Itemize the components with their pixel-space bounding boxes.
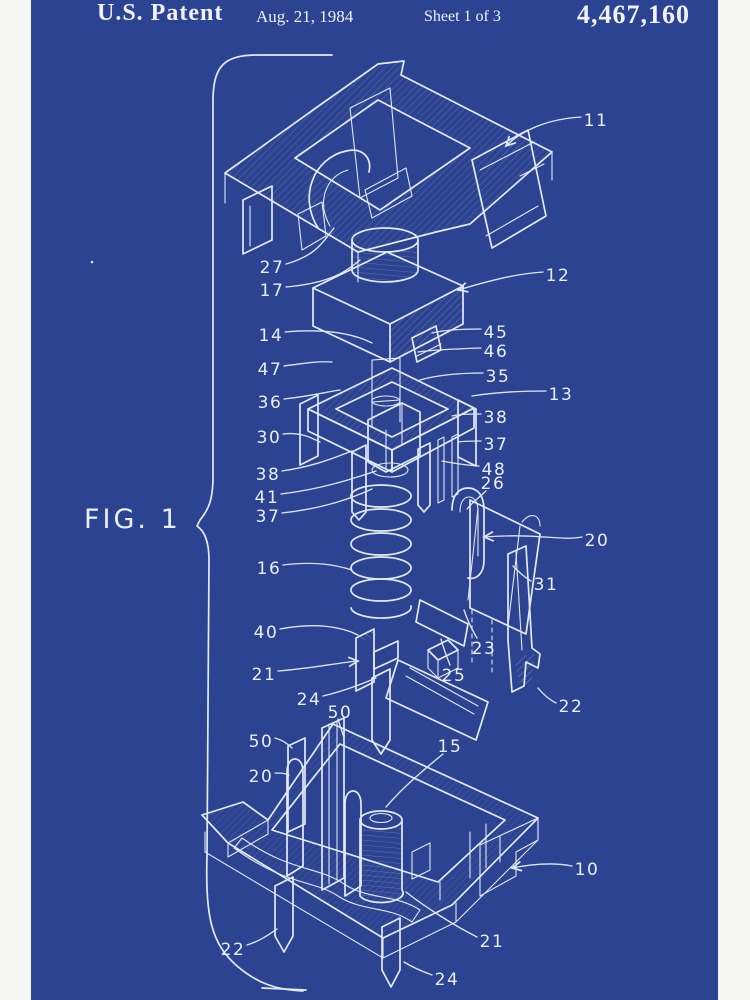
callout-leader-11: [504, 116, 582, 148]
callout-leader-50: [274, 737, 293, 749]
callout-label-50: 50: [328, 703, 353, 723]
figure-label: FIG. 1: [84, 504, 181, 535]
callout-label-24: 24: [435, 970, 460, 990]
callout-leader-31: [512, 565, 532, 582]
callout-leader-17: [285, 259, 361, 288]
callout-label-20: 20: [585, 531, 610, 551]
callout-leader-37: [281, 488, 373, 514]
callout-label-46: 46: [484, 342, 509, 362]
callout-label-12: 12: [546, 266, 571, 286]
callout-label-50: 50: [249, 732, 274, 752]
callout-leader-22: [537, 687, 557, 704]
callout-label-17: 17: [260, 281, 285, 301]
callout-label-47: 47: [258, 360, 283, 380]
callout-label-38: 38: [484, 408, 509, 428]
callout-label-23: 23: [472, 639, 497, 659]
patent-header-number: 4,467,160: [577, 0, 690, 29]
bottom-housing-part10: [201, 717, 539, 988]
top-housing-part11: [224, 60, 553, 283]
callout-label-24: 24: [297, 690, 322, 710]
callout-label-31: 31: [534, 575, 559, 595]
callout-label-45: 45: [484, 323, 509, 343]
callout-label-38: 38: [256, 465, 281, 485]
coil-spring-part16: [350, 462, 412, 619]
callout-label-40: 40: [254, 623, 279, 643]
callout-leader-14: [284, 330, 373, 344]
callout-leader-27: [285, 227, 335, 265]
callout-label-21: 21: [252, 665, 277, 685]
callout-leader-22: [246, 928, 278, 946]
callout-label-30: 30: [257, 428, 282, 448]
callout-leader-21: [277, 656, 360, 672]
callout-leader-47: [283, 361, 333, 367]
callout-label-10: 10: [575, 860, 600, 880]
callout-label-36: 36: [258, 393, 283, 413]
callout-leader-24: [403, 961, 433, 976]
callout-leader-35: [419, 372, 484, 381]
slider-frame-part13: [299, 367, 477, 521]
callout-label-22: 22: [221, 940, 246, 960]
callout-leader-38: [451, 413, 482, 417]
callout-leader-41: [280, 470, 377, 495]
callout-leader-20: [274, 772, 290, 776]
callout-label-37: 37: [256, 507, 281, 527]
patent-header-sheet: Sheet 1 of 3: [424, 8, 501, 25]
callout-label-37: 37: [484, 435, 509, 455]
plunger-cap-part12: [312, 227, 464, 407]
callout-leader-10: [510, 860, 573, 872]
callout-leader-45: [431, 328, 482, 334]
callout-leader-21: [405, 891, 478, 938]
callout-label-14: 14: [259, 326, 284, 346]
terminal-pin-part22: [507, 545, 541, 693]
callout-label-26: 26: [481, 474, 506, 494]
callout-label-11: 11: [584, 111, 609, 131]
callout-label-21: 21: [480, 932, 505, 952]
callout-leader-15: [385, 753, 444, 808]
callout-leader-20: [482, 530, 583, 542]
callout-leader-40: [279, 625, 359, 636]
figure-brace: [196, 54, 333, 992]
callout-leader-12: [456, 271, 544, 293]
callout-label-41: 41: [255, 488, 280, 508]
callout-leader-36: [283, 389, 341, 400]
callout-label-35: 35: [486, 367, 511, 387]
callout-leader-30: [282, 432, 321, 443]
callout-leader-23: [463, 609, 478, 639]
callout-label-22: 22: [559, 697, 584, 717]
callout-label-20: 20: [249, 767, 274, 787]
callout-label-15: 15: [438, 737, 463, 757]
callout-leader-38: [281, 450, 353, 472]
callout-leader-26: [466, 490, 487, 510]
callout-label-27: 27: [260, 258, 285, 278]
patent-header-title: U.S. Patent: [97, 0, 224, 26]
callout-leader-37: [457, 440, 482, 443]
callout-label-13: 13: [549, 385, 574, 405]
callout-leader-13: [471, 390, 547, 397]
callout-leader-24: [322, 677, 377, 697]
callout-label-25: 25: [442, 666, 467, 686]
callout-leader-25: [440, 638, 451, 666]
callout-leader-16: [282, 562, 353, 571]
callout-leader-46: [417, 347, 482, 353]
patent-header-date: Aug. 21, 1984: [256, 7, 354, 26]
print-speck: [90, 260, 94, 264]
callout-leader-48: [441, 460, 480, 467]
callout-leader-50: [337, 718, 345, 739]
latch-bracket-part40: [355, 628, 489, 755]
callout-label-48: 48: [482, 460, 507, 480]
callout-label-16: 16: [257, 559, 282, 579]
